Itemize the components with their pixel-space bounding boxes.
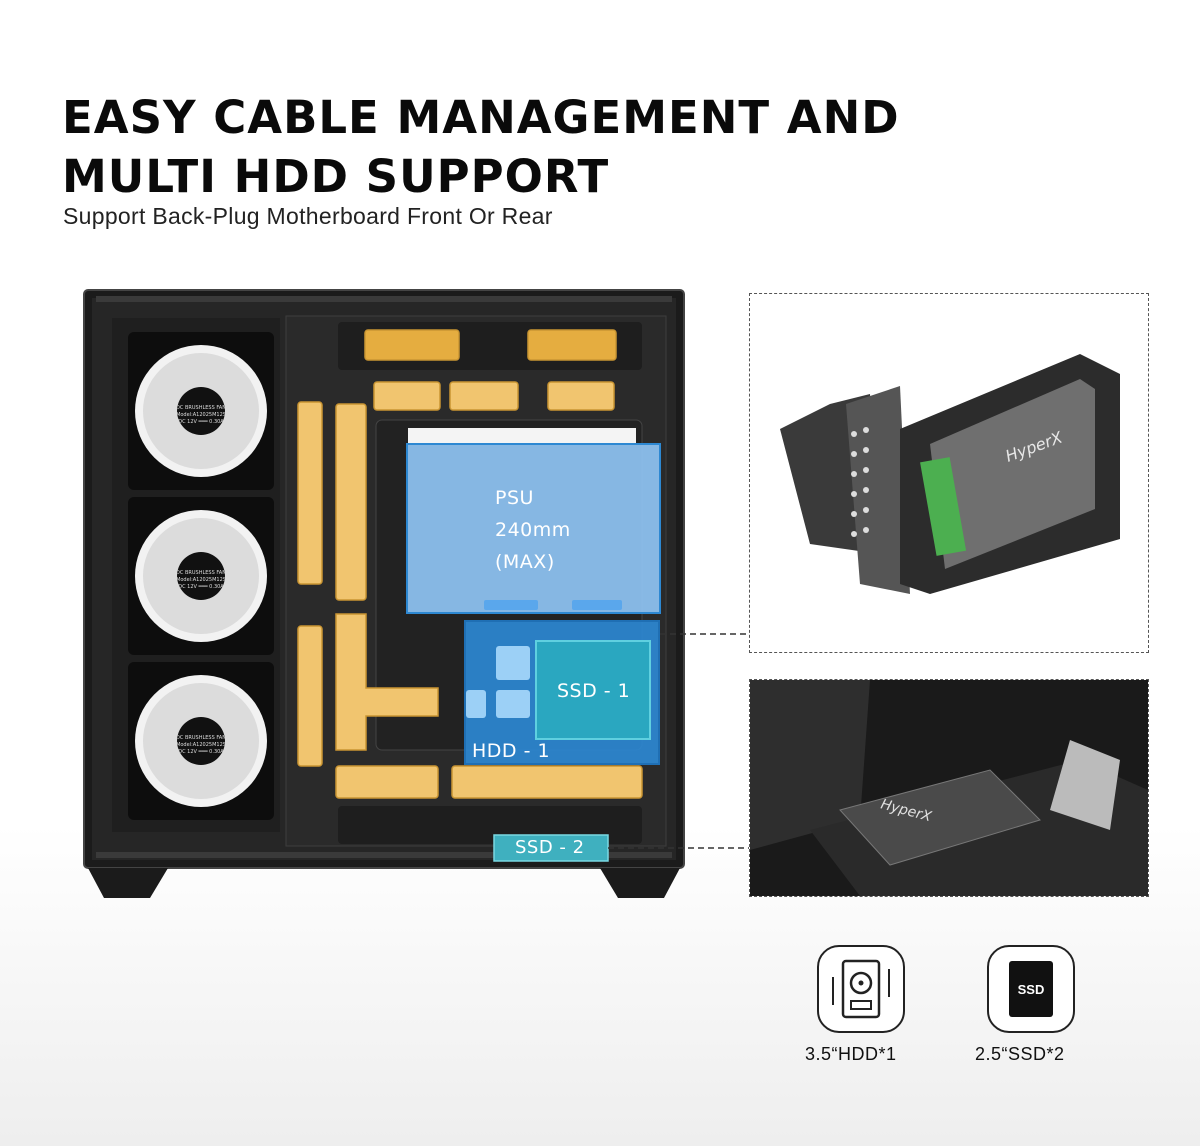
interior-side-panel: [750, 680, 870, 850]
cable-zone-left-2: [297, 625, 323, 767]
psu-slot-1: [484, 600, 538, 610]
fan-3: [128, 662, 274, 820]
fan-2-sticker-line-2: Model:A12025M12S: [176, 577, 226, 583]
fan-3-sticker-line-1: DC BRUSHLESS FAN: [176, 735, 226, 741]
bracket-plate: [846, 386, 910, 594]
cable-zone-3: [373, 381, 441, 411]
bottom-rail: [96, 852, 672, 858]
ssd-drive: [839, 769, 1041, 866]
title-line-2: MULTI HDD SUPPORT: [62, 150, 610, 203]
fan-1-sticker-line-3: DC 12V ═══ 0.30A: [178, 419, 224, 425]
hdd-icon-graphic: [832, 959, 890, 1019]
ssd-circuit-board: [920, 457, 967, 556]
fan-3-sticker-line-2: Model:A12025M12S: [176, 742, 226, 748]
bracket-holes: [851, 427, 869, 537]
ssd-icon: SSD: [987, 945, 1075, 1033]
hdd-mount-1: [496, 646, 530, 680]
drive-bracket-photo: HyperX: [749, 293, 1149, 653]
psu-window: [408, 428, 636, 444]
cable-zone-5: [547, 381, 615, 411]
ssd-2-zone: [493, 834, 609, 862]
psu-label-line-3: (MAX): [495, 551, 555, 573]
case-foot-left: [88, 868, 168, 898]
ssd-mount-photo: HyperX: [749, 679, 1149, 897]
fan-3-sticker-line-3: DC 12V ═══ 0.30A: [178, 749, 224, 755]
cable-zone-left-1: [297, 401, 323, 585]
hdd-mount-2: [496, 690, 530, 718]
hdd-icon: [817, 945, 905, 1033]
drive-bracket-illustration: HyperX: [780, 354, 1120, 594]
psu-label: PSU 240mm (MAX): [495, 482, 571, 578]
psu-slot-2: [572, 600, 622, 610]
cable-zone-top-1: [364, 329, 460, 361]
psu-label-line-1: PSU: [495, 487, 534, 509]
cable-routing-zones: [297, 329, 643, 799]
page-subtitle: Support Back-Plug Motherboard Front Or R…: [63, 203, 553, 229]
ssd-body: [930, 379, 1095, 569]
hdd-1-label: HDD - 1: [472, 740, 551, 762]
psu-label-line-2: 240mm: [495, 519, 571, 541]
cable-zone-bottom-1: [335, 765, 439, 799]
title-line-1: EASY CABLE MANAGEMENT AND: [62, 91, 900, 144]
cable-zone-bottom-2: [451, 765, 643, 799]
ssd-support-caption: 2.5“SSD*2: [975, 1044, 1065, 1064]
cable-zone-l-shape: [335, 613, 439, 751]
psu-zone: [406, 443, 661, 614]
hdd-mount-3: [466, 690, 486, 718]
page-title: EASY CABLE MANAGEMENT AND MULTI HDD SUPP…: [62, 88, 900, 206]
hdd-support-caption: 3.5“HDD*1: [805, 1044, 897, 1064]
fan-2-sticker-line-1: DC BRUSHLESS FAN: [176, 570, 226, 576]
fan-1-sticker-line-1: DC BRUSHLESS FAN: [176, 405, 226, 411]
case-foot-right: [600, 868, 680, 898]
ssd-1-label: SSD - 1: [557, 680, 631, 702]
ssd-1-zone: [535, 640, 651, 740]
ssd-icon-graphic: [1009, 961, 1053, 1017]
ssd-icon-text: SSD: [1017, 982, 1045, 997]
ssd-mount-illustration: HyperX: [750, 680, 1148, 896]
fan-1: [128, 332, 274, 490]
fan-1-sticker-line-2: Model:A12025M12S: [176, 412, 226, 418]
cable-zone-4: [449, 381, 519, 411]
cable-zone-6: [335, 403, 367, 601]
fan-2: [128, 497, 274, 655]
fan-2-sticker-line-3: DC 12V ═══ 0.30A: [178, 584, 224, 590]
top-rail: [96, 296, 672, 302]
ssd-2-label: SSD - 2: [515, 837, 585, 858]
case-bottom-edge: [1050, 740, 1120, 830]
cable-zone-top-2: [527, 329, 617, 361]
